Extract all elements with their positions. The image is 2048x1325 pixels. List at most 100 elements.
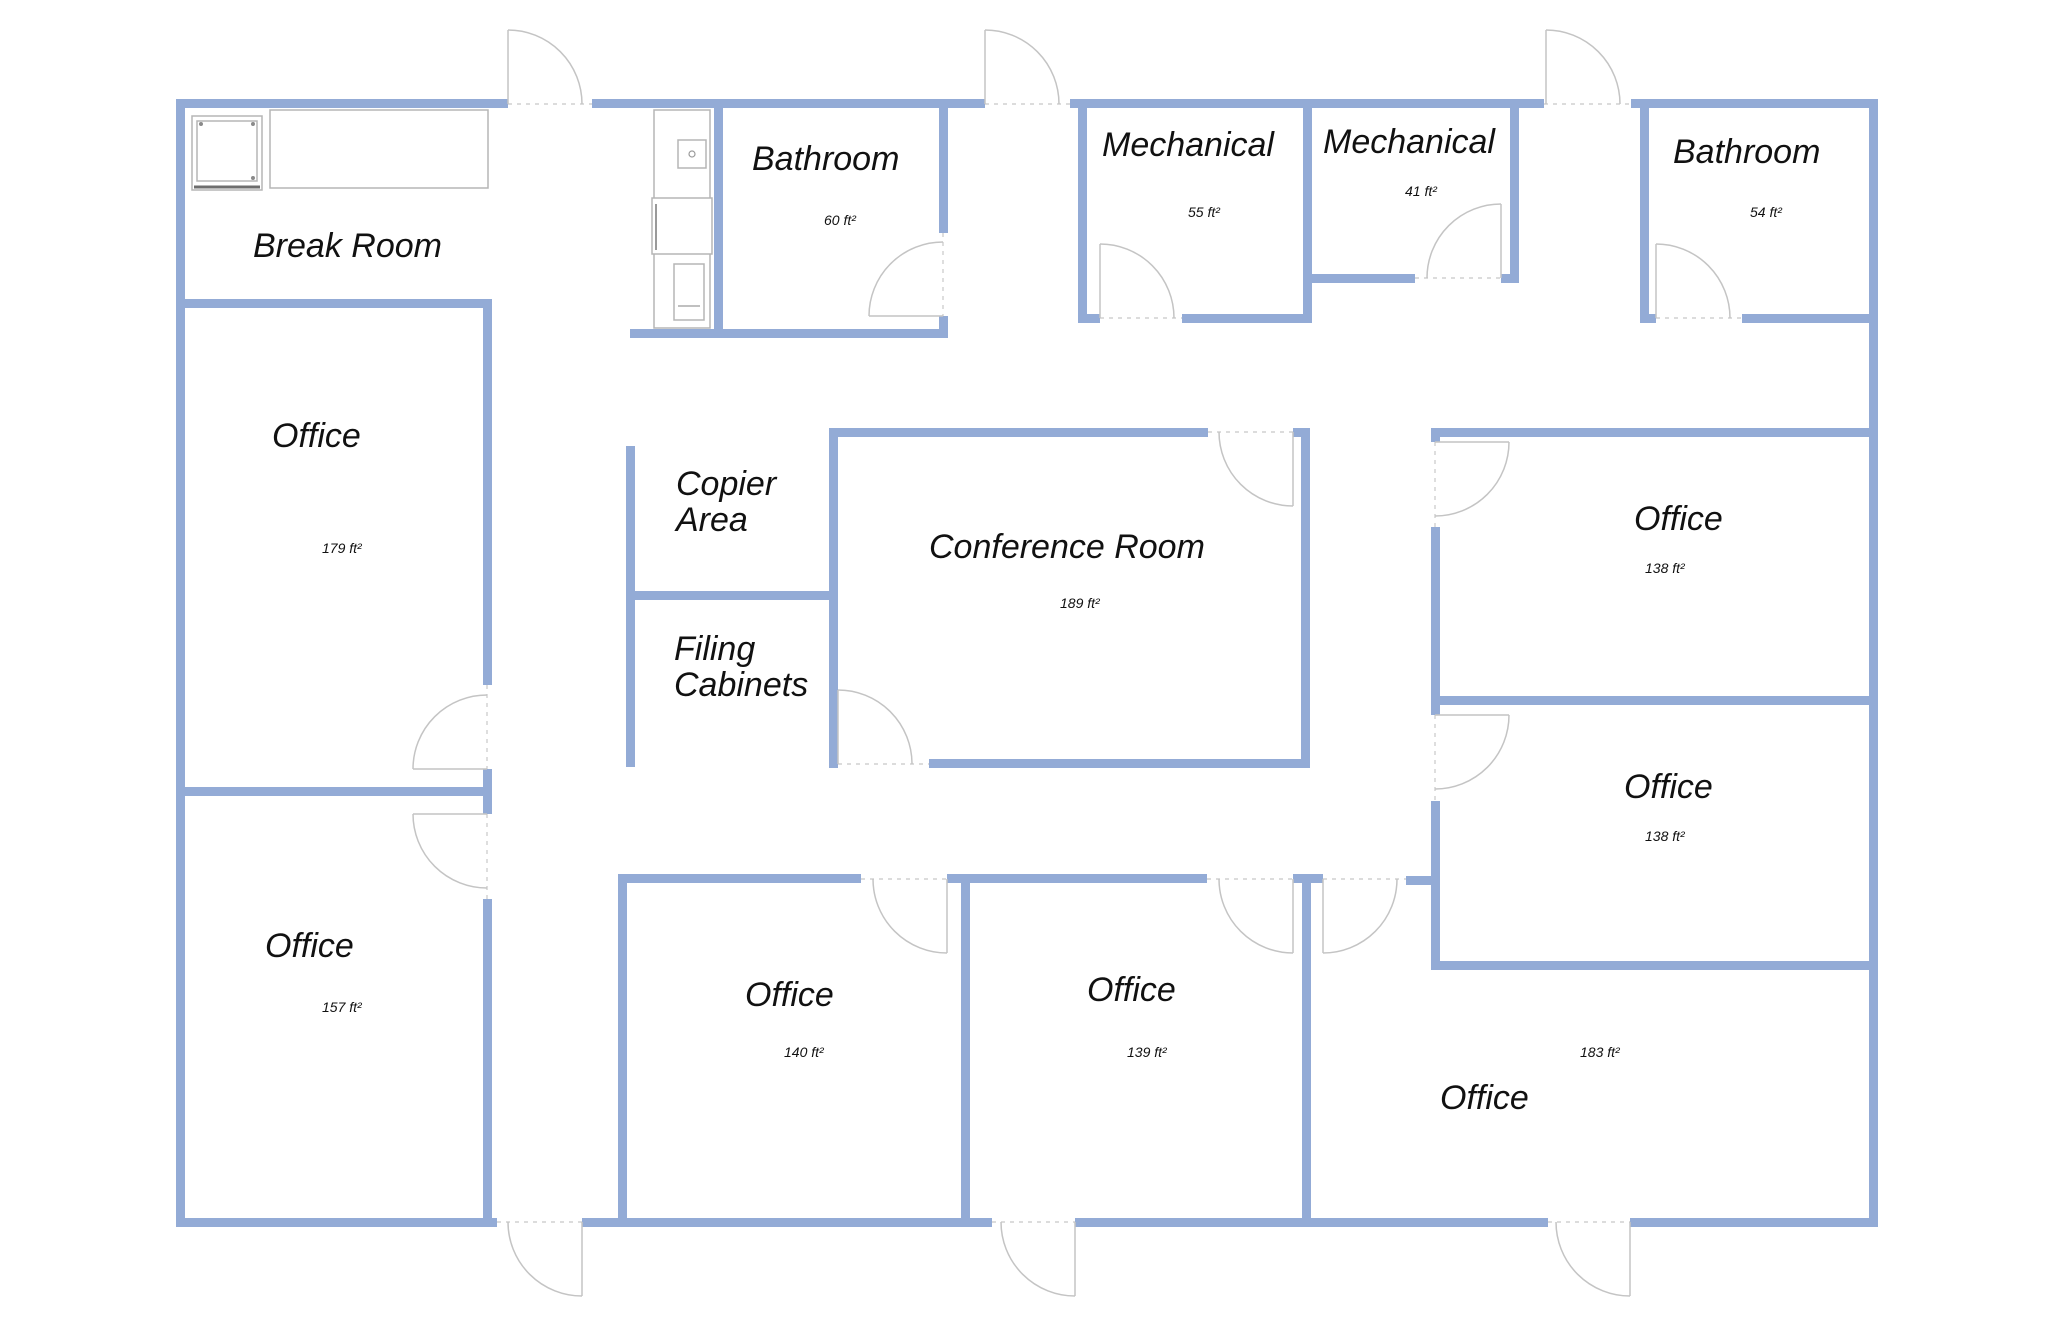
- outer-wall-top-1: [176, 99, 508, 108]
- mechanical-1-label: Mechanical: [1102, 126, 1275, 164]
- office-bottom-2-area: 139 ft²: [1127, 1044, 1168, 1060]
- office-right-middle-area: 138 ft²: [1645, 828, 1686, 844]
- wall-left-corridor-lower: [483, 899, 492, 1227]
- door-top-1: [507, 29, 592, 105]
- wall-mech1-left: [1078, 105, 1087, 323]
- door-mechanical-1: [1099, 243, 1182, 319]
- wall-right-offices-divider: [1431, 696, 1878, 705]
- door-bottom-3: [1548, 1221, 1631, 1297]
- office-left-bottom-label: Office: [265, 927, 354, 965]
- office-left-top-area: 179 ft²: [322, 540, 363, 556]
- wall-bath2-bottom-2: [1742, 314, 1878, 323]
- outer-wall-bottom-4: [1630, 1218, 1878, 1227]
- wall-bath1-right-jamb: [939, 316, 948, 338]
- filing-cabinets-label-line2: Cabinets: [674, 666, 808, 704]
- bathroom-1-fixtures: [651, 109, 713, 329]
- office-bottom-3-area: 183 ft²: [1580, 1044, 1621, 1060]
- fixtures: [191, 109, 713, 329]
- door-top-2: [984, 29, 1070, 105]
- office-left-top-label: Office: [272, 417, 361, 455]
- bathroom-1-label: Bathroom: [752, 140, 899, 178]
- bathroom-1-area: 60 ft²: [824, 212, 857, 228]
- office-right-top-area: 138 ft²: [1645, 560, 1686, 576]
- wall-mech-divider: [1303, 99, 1312, 323]
- wall-right-office1-top: [1431, 428, 1878, 437]
- door-office-bottom-3: [1322, 878, 1406, 954]
- door-bathroom-2: [1655, 243, 1742, 319]
- office-right-top-label: Office: [1634, 500, 1723, 538]
- copier-area-label-line2: Area: [674, 501, 748, 539]
- cabinet-icon: [651, 197, 713, 255]
- wall-breakroom-office: [176, 299, 491, 308]
- toilet-icon: [673, 263, 705, 321]
- door-office-right-middle: [1434, 714, 1510, 801]
- sink-icon: [677, 139, 707, 169]
- door-office-left-top: [412, 685, 488, 770]
- wall-bottom-office1-left: [618, 874, 627, 1227]
- conference-room-area: 189 ft²: [1060, 595, 1101, 611]
- wall-bath1-right: [939, 105, 948, 233]
- office-bottom-1-area: 140 ft²: [784, 1044, 825, 1060]
- wall-bath1-bottom: [630, 329, 948, 338]
- door-conference-top: [1208, 431, 1294, 507]
- wall-bottom-office2-top: [947, 874, 1207, 883]
- wall-conference-bottom: [929, 759, 1310, 768]
- door-office-left-bottom: [412, 813, 488, 899]
- office-bottom-2-label: Office: [1087, 971, 1176, 1009]
- door-conference-bottom: [837, 689, 929, 765]
- outer-wall-bottom-2: [582, 1218, 992, 1227]
- wall-bottom-office-divider-1: [961, 874, 970, 1227]
- office-left-bottom-area: 157 ft²: [322, 999, 363, 1015]
- wall-copier-filing-divider: [626, 591, 834, 600]
- wall-right-office2-bottom: [1431, 961, 1878, 970]
- wall-conference-right: [1301, 428, 1310, 768]
- mechanical-2-area: 41 ft²: [1405, 183, 1438, 199]
- doors: [412, 29, 1742, 1297]
- door-bathroom-1: [868, 233, 944, 317]
- wall-bath2-bottom-1: [1640, 314, 1656, 323]
- office-right-middle-label: Office: [1624, 768, 1713, 806]
- outer-wall-top-4: [1631, 99, 1878, 108]
- wall-bath1-left: [714, 105, 723, 336]
- outer-wall-left: [176, 99, 185, 1227]
- wall-right-office1-left: [1431, 527, 1440, 715]
- room-labels: Break Room Bathroom 60 ft² Mechanical 55…: [253, 123, 1820, 1117]
- bathroom-2-label: Bathroom: [1673, 133, 1820, 171]
- wall-left-corridor-jamb: [483, 769, 492, 814]
- wall-left-corridor-upper: [483, 299, 492, 685]
- copier-area-label-line1: Copier: [676, 465, 778, 503]
- outer-wall-top-2: [592, 99, 985, 108]
- wall-bottom-office1-top: [618, 874, 861, 883]
- wall-right-office2-left-stub: [1406, 876, 1440, 885]
- office-bottom-1-label: Office: [745, 976, 834, 1014]
- kitchen-counter: [269, 109, 489, 189]
- outer-wall-right: [1869, 99, 1878, 1227]
- door-bottom-2: [992, 1221, 1076, 1297]
- wall-right-office2-left: [1431, 801, 1440, 970]
- walls: [176, 99, 1878, 1227]
- door-bottom-1: [497, 1221, 583, 1297]
- door-mechanical-2: [1415, 203, 1502, 279]
- wall-bottom-office-divider-2: [1302, 874, 1311, 1227]
- wall-left-offices-divider: [176, 787, 490, 796]
- wall-mech1-bottom-2: [1182, 314, 1312, 323]
- door-office-bottom-1: [861, 878, 948, 954]
- wall-copier-left: [626, 446, 635, 767]
- wall-conference-top: [829, 428, 1208, 437]
- wall-mech2-bottom-jamb: [1501, 274, 1519, 283]
- filing-cabinets-label-line1: Filing: [674, 630, 755, 668]
- bathroom-2-area: 54 ft²: [1750, 204, 1783, 220]
- wall-bath2-left: [1640, 105, 1649, 323]
- refrigerator-icon: [191, 115, 263, 191]
- wall-conference-left: [829, 428, 838, 768]
- outer-wall-bottom-1: [176, 1218, 497, 1227]
- door-office-right-top: [1434, 441, 1510, 527]
- door-top-3: [1544, 29, 1631, 105]
- mechanical-2-label: Mechanical: [1323, 123, 1496, 161]
- wall-mech2-right: [1510, 99, 1519, 283]
- conference-room-label: Conference Room: [929, 528, 1205, 566]
- break-room-label: Break Room: [253, 227, 442, 265]
- wall-mech1-bottom-1: [1078, 314, 1100, 323]
- mechanical-1-area: 55 ft²: [1188, 204, 1221, 220]
